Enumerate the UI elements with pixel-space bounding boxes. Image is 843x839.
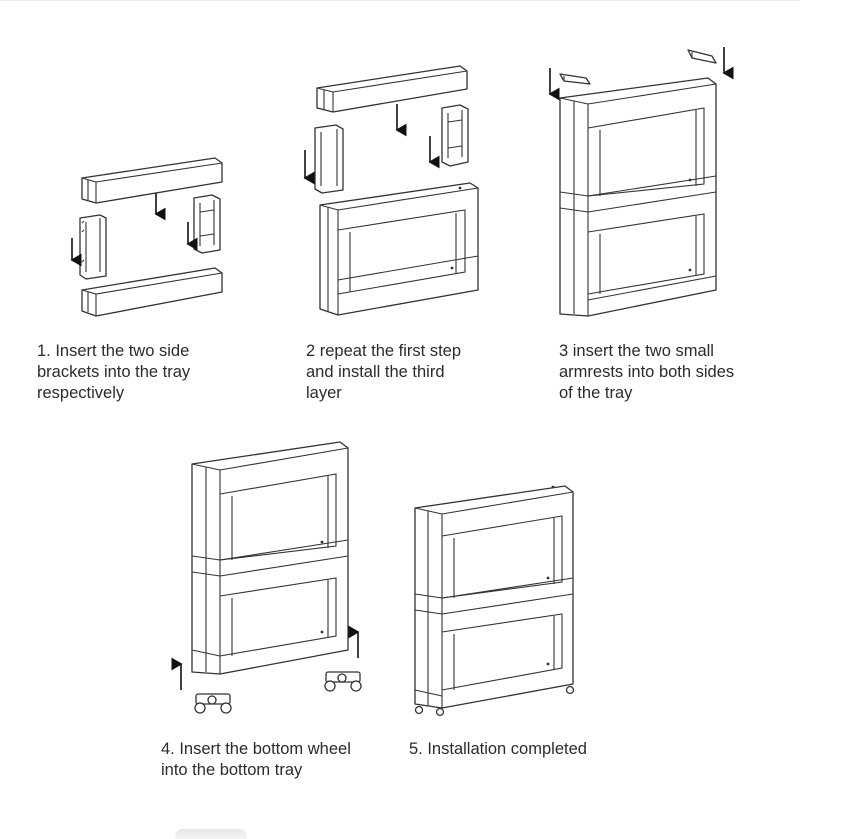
caption-line: and install the third xyxy=(306,363,445,381)
wheel-icon xyxy=(414,705,424,715)
caption-line: into the bottom tray xyxy=(161,761,303,779)
wheel-icon xyxy=(324,671,362,692)
side-bracket-icon xyxy=(441,104,469,167)
step1-caption: 1. Insert the two side brackets into the… xyxy=(37,341,190,404)
shelf-unit-icon xyxy=(414,485,574,709)
side-bracket-icon xyxy=(79,214,107,280)
step5-figure xyxy=(414,485,575,717)
tray-icon xyxy=(316,65,468,113)
step1-figure xyxy=(70,157,223,317)
side-bracket-icon xyxy=(193,194,221,254)
bottom-edge-tab xyxy=(175,829,247,839)
caption-line: 5. Installation completed xyxy=(409,740,587,758)
shelf-unit-icon xyxy=(191,441,349,675)
tray-icon xyxy=(81,157,223,204)
armrest-icon xyxy=(687,49,717,64)
wheel-icon xyxy=(565,685,575,695)
step2-caption: 2 repeat the first step and install the … xyxy=(306,341,461,404)
step4-figure xyxy=(171,441,362,714)
step5-caption: 5. Installation completed xyxy=(409,739,587,760)
caption-line: 1. Insert the two side xyxy=(37,342,190,360)
step3-figure xyxy=(548,47,734,317)
shelf-unit-icon xyxy=(559,77,717,317)
caption-line: brackets into the tray xyxy=(37,363,191,381)
caption-line: 3 insert the two small xyxy=(559,342,714,360)
shelf-unit-icon xyxy=(319,182,479,316)
step4-caption: 4. Insert the bottom wheel into the bott… xyxy=(161,739,351,781)
caption-line: respectively xyxy=(37,384,125,402)
wheel-icon xyxy=(194,693,232,714)
caption-line: 2 repeat the first step xyxy=(306,342,462,360)
wheel-icon xyxy=(435,707,445,717)
caption-line: of the tray xyxy=(559,384,633,402)
top-divider xyxy=(0,0,800,1)
caption-line: layer xyxy=(306,384,342,402)
tray-icon xyxy=(81,267,223,317)
caption-line: 4. Insert the bottom wheel xyxy=(161,740,351,758)
caption-line: armrests into both sides xyxy=(559,363,735,381)
side-bracket-icon xyxy=(314,124,344,194)
armrest-icon xyxy=(559,73,591,85)
step3-caption: 3 insert the two small armrests into bot… xyxy=(559,341,734,404)
step2-figure xyxy=(303,65,479,316)
